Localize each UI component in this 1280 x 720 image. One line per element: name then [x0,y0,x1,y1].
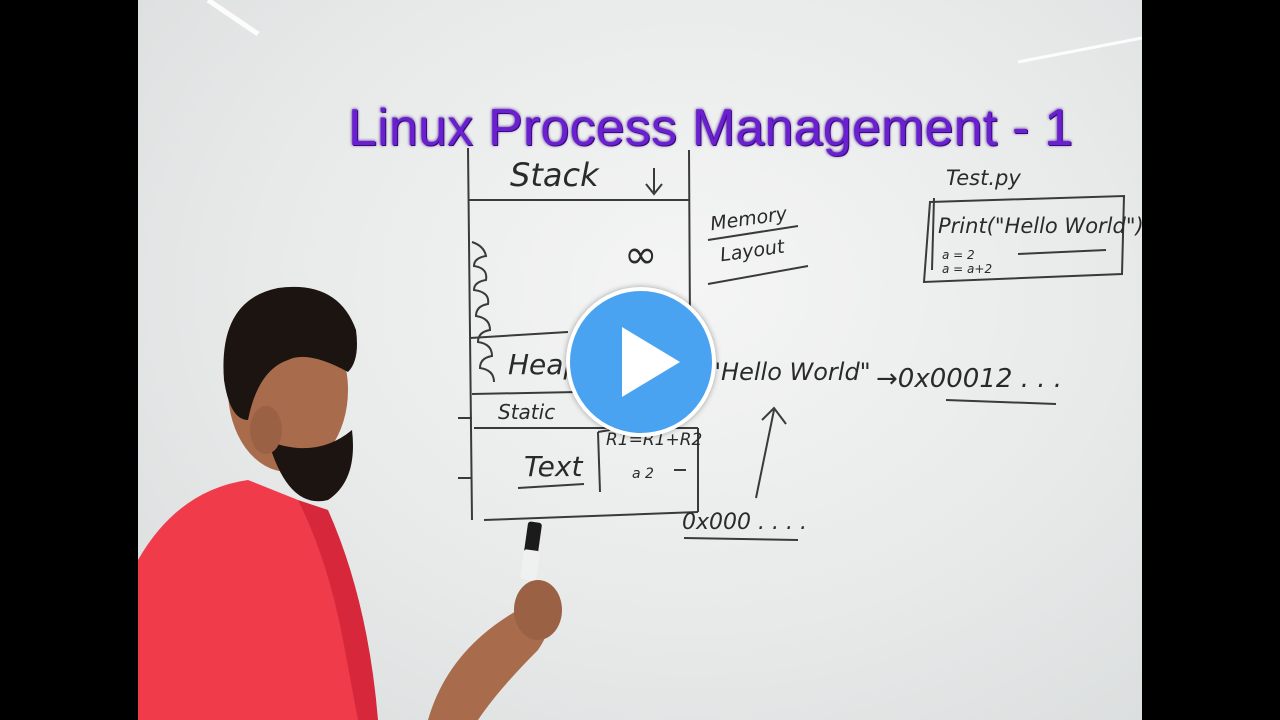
marker [520,521,542,581]
video-title: Linux Process Management - 1 [348,99,1074,157]
infinity-label: ∞ [624,232,658,278]
file-name-label: Test.py [946,166,1021,190]
assignment-2: a = a+2 [942,262,993,276]
hello-world-string: "Hello World" [710,358,871,386]
play-icon [622,327,680,397]
stack-label: Stack [510,156,599,194]
address-label-1: →0x00012 . . . [876,364,1063,394]
address-label-2: 0x000 . . . . [682,510,807,535]
presenter [138,286,562,720]
assignment-1: a = 2 [942,248,975,262]
print-statement: Print("Hello World") [938,214,1142,238]
text-label: Text [524,450,583,483]
video-frame: Stack ∞ Memory Layout Heap Static Text R… [138,0,1142,720]
whiteboard-drawing [138,0,1142,720]
code-values: a 2 [632,466,654,482]
static-label: Static [498,400,556,424]
play-button[interactable] [566,287,716,437]
